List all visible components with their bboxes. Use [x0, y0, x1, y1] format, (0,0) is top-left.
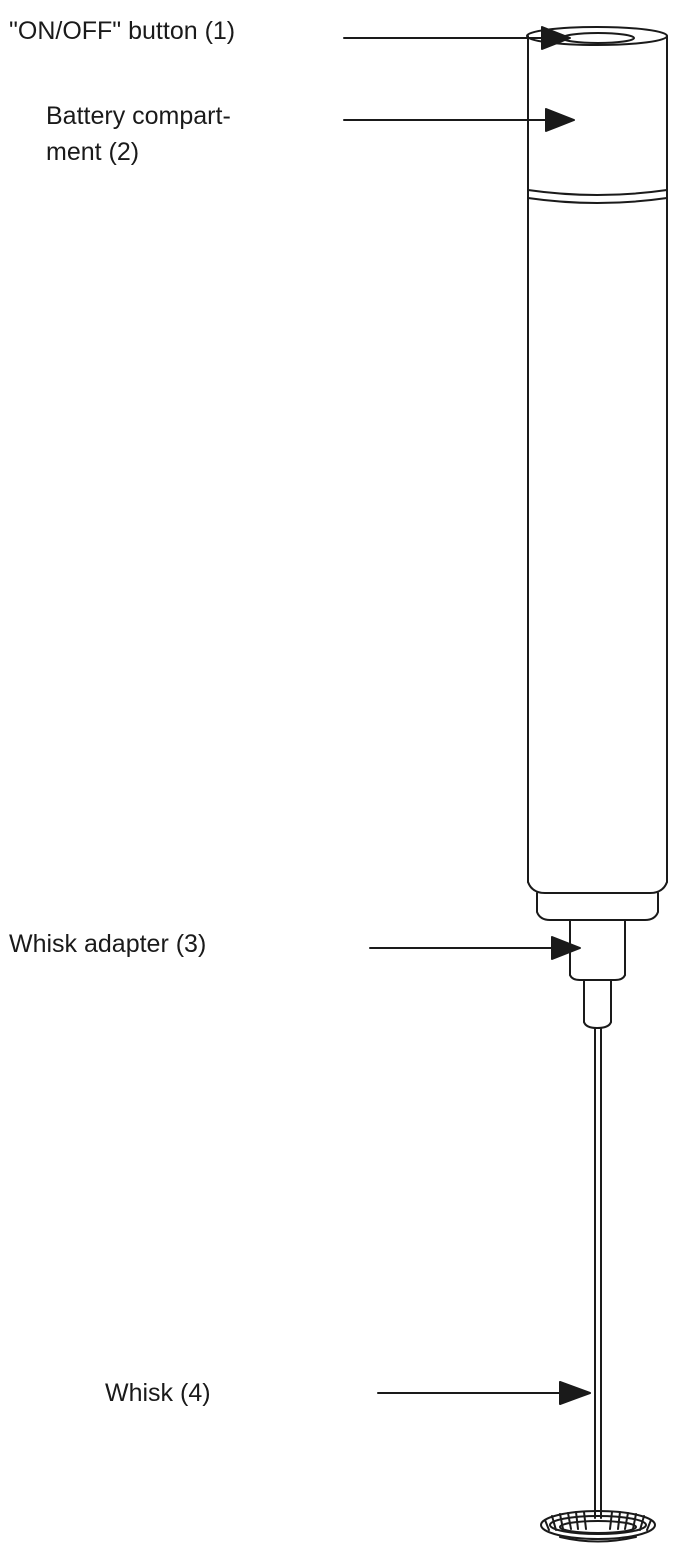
frother-body [527, 35, 668, 894]
arrow-battery-compartment [343, 108, 575, 132]
label-battery-compartment-line1: Battery compart- [46, 102, 231, 130]
label-whisk-adapter: Whisk adapter (3) [9, 930, 207, 958]
arrow-whisk-adapter [369, 936, 581, 960]
arrow-on-off-button [343, 26, 571, 50]
whisk-coil [540, 1510, 656, 1543]
whisk-adapter-shape [569, 919, 626, 1029]
label-whisk: Whisk (4) [105, 1379, 211, 1407]
whisk-shaft [594, 1027, 602, 1519]
body-collar [536, 892, 659, 921]
label-battery-compartment: Battery compart- ment (2) [46, 98, 231, 170]
arrow-whisk [377, 1381, 591, 1405]
label-on-off-button: "ON/OFF" button (1) [9, 17, 236, 45]
label-battery-compartment-line2: ment (2) [46, 138, 140, 166]
